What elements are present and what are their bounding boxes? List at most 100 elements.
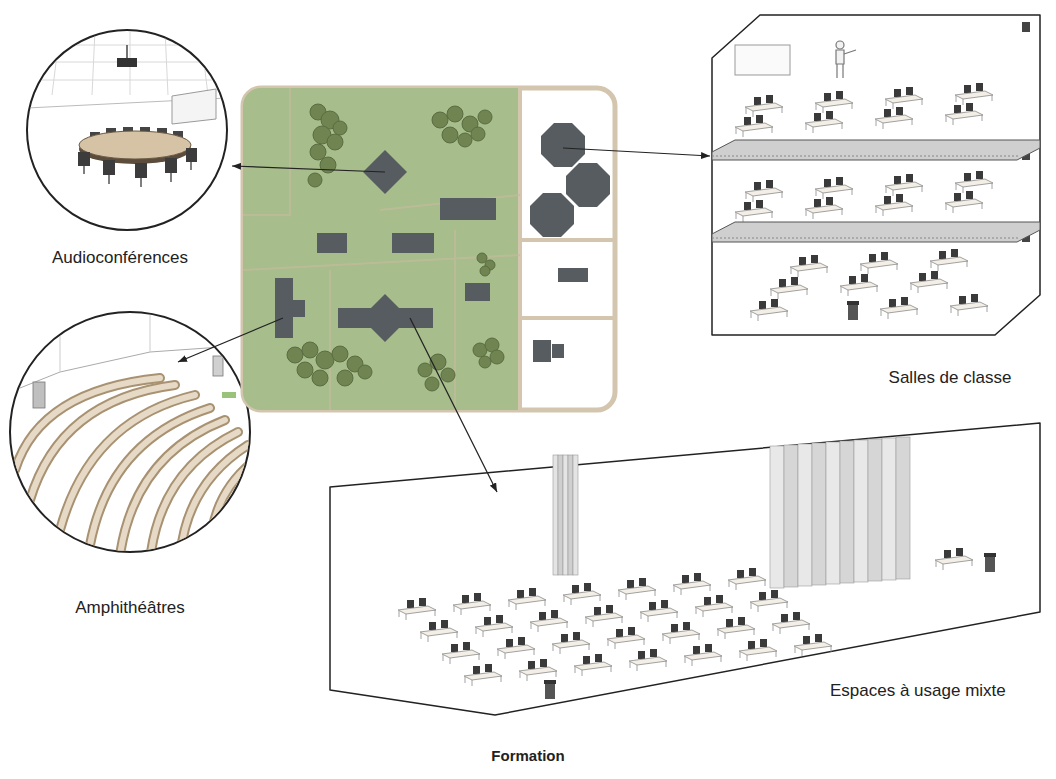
tree-cluster bbox=[480, 266, 490, 276]
leader-arrow bbox=[178, 148, 710, 492]
conference-room bbox=[117, 58, 137, 67]
mixed-use-room bbox=[607, 627, 645, 649]
inset-label: Audioconférences bbox=[20, 247, 220, 268]
tree-cluster bbox=[473, 343, 487, 357]
folding-partition bbox=[840, 441, 854, 583]
amphitheatre-room bbox=[222, 392, 236, 398]
classroom-stack bbox=[1022, 22, 1030, 242]
classroom-stack bbox=[735, 200, 773, 222]
amphitheatre-room bbox=[15, 378, 255, 560]
folding-partition bbox=[854, 440, 868, 582]
amphitheatre-room bbox=[30, 385, 175, 500]
amphitheatre-room bbox=[150, 432, 238, 560]
campus-map bbox=[243, 88, 615, 410]
tree-cluster bbox=[320, 157, 336, 173]
amphitheatre-room bbox=[90, 408, 210, 545]
tree-cluster bbox=[337, 370, 353, 386]
leader-arrow bbox=[410, 318, 497, 492]
classroom-stack bbox=[955, 83, 993, 105]
mixed-use-room bbox=[552, 632, 590, 654]
amphitheatre-room bbox=[33, 382, 45, 408]
mixed-use-room bbox=[750, 590, 788, 612]
classroom-stack bbox=[880, 297, 918, 319]
mixed-use-room bbox=[695, 595, 733, 617]
classroom-stack bbox=[712, 22, 1040, 321]
tree-cluster bbox=[347, 356, 363, 372]
folding-partition bbox=[784, 445, 798, 587]
building bbox=[317, 233, 347, 253]
inset-label: Salles de classe bbox=[880, 367, 1020, 388]
classroom-stack bbox=[885, 87, 923, 109]
classroom-stack bbox=[945, 191, 983, 213]
amphitheatre-room bbox=[180, 445, 248, 560]
mixed-use-room bbox=[935, 548, 973, 570]
tree-cluster bbox=[310, 104, 326, 120]
classroom-stack bbox=[860, 252, 898, 274]
tree-cluster bbox=[462, 116, 478, 132]
tree-cluster bbox=[471, 127, 485, 141]
tree-cluster bbox=[297, 362, 313, 378]
folding-partition bbox=[812, 443, 826, 585]
building bbox=[275, 123, 610, 362]
conference-room bbox=[84, 162, 191, 187]
tree-cluster bbox=[302, 342, 318, 358]
classroom-stack bbox=[790, 255, 828, 277]
tree-cluster bbox=[308, 173, 322, 187]
classroom-stack bbox=[815, 177, 853, 199]
amphitheatre-room bbox=[180, 445, 248, 560]
conference-room bbox=[172, 89, 216, 124]
teacher-figure bbox=[836, 41, 856, 78]
campus-map bbox=[243, 88, 615, 410]
classroom-stack bbox=[875, 194, 913, 216]
tree-cluster bbox=[485, 338, 499, 352]
node-outline bbox=[20, 25, 235, 275]
tree-cluster bbox=[312, 370, 328, 386]
folding-partition bbox=[798, 444, 812, 586]
inset-label: Amphithéâtres bbox=[5, 597, 255, 618]
tree-cluster bbox=[458, 133, 472, 147]
classroom-stack bbox=[745, 180, 783, 202]
inset-border bbox=[27, 30, 227, 230]
amphitheatre-room bbox=[10, 312, 255, 560]
folding-partition bbox=[553, 455, 558, 575]
mixed-use-room bbox=[530, 610, 568, 632]
amphitheatre-room bbox=[90, 408, 210, 545]
conference-room bbox=[126, 45, 128, 58]
mixed-use-room bbox=[794, 634, 832, 656]
tree-cluster bbox=[327, 134, 343, 150]
amphitheatre-room bbox=[60, 395, 195, 530]
conference-room bbox=[79, 134, 191, 164]
classroom-stack bbox=[735, 45, 790, 75]
tree-cluster bbox=[485, 260, 495, 270]
mixed-use-room bbox=[475, 615, 513, 637]
classroom-stack bbox=[885, 174, 923, 196]
classroom-stack bbox=[770, 277, 808, 299]
mixed-use-room bbox=[442, 642, 480, 664]
mixed-use-room bbox=[453, 593, 491, 615]
amphitheatre-room bbox=[210, 460, 255, 555]
conference-room bbox=[27, 30, 227, 95]
room-box: Salles de classe bbox=[705, 10, 1050, 395]
room-outline bbox=[712, 15, 1040, 335]
classroom-stack bbox=[750, 299, 788, 321]
amphitheatre-room bbox=[15, 378, 160, 470]
tree-cluster bbox=[430, 354, 446, 370]
room-box: Espaces à usage mixte bbox=[325, 415, 1055, 717]
classroom-stack bbox=[950, 294, 988, 316]
mixed-use-room bbox=[684, 644, 722, 666]
mixed-use-room bbox=[673, 573, 711, 595]
campus-map bbox=[500, 88, 520, 410]
amphitheatre-room bbox=[60, 312, 150, 372]
building bbox=[440, 198, 496, 220]
folding-partition bbox=[563, 455, 568, 575]
classroom-stack bbox=[910, 271, 948, 293]
conference-room bbox=[27, 98, 227, 108]
classroom-stack bbox=[805, 111, 843, 133]
conference-room bbox=[90, 127, 183, 144]
tree-cluster bbox=[490, 350, 504, 364]
classroom-stack bbox=[805, 197, 843, 219]
building bbox=[338, 308, 433, 328]
inset-circle: Amphithéâtres bbox=[5, 305, 265, 625]
campus-map bbox=[243, 88, 520, 410]
leader-arrow bbox=[232, 166, 385, 172]
